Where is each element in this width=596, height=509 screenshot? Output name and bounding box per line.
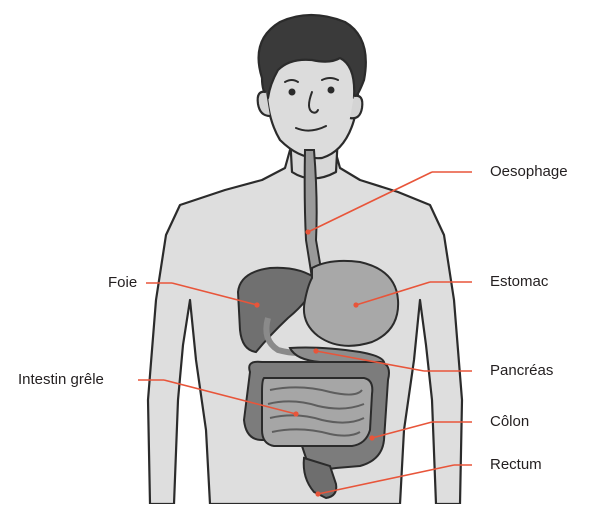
organ-stomach [304,261,398,346]
label-rectum: Rectum [490,456,542,474]
label-oesophage: Oesophage [490,163,568,181]
label-colon: Côlon [490,413,529,431]
label-foie: Foie [108,274,137,292]
label-intestin-grele: Intestin grêle [18,371,104,389]
label-estomac: Estomac [490,273,548,291]
label-pancreas: Pancréas [490,362,553,380]
